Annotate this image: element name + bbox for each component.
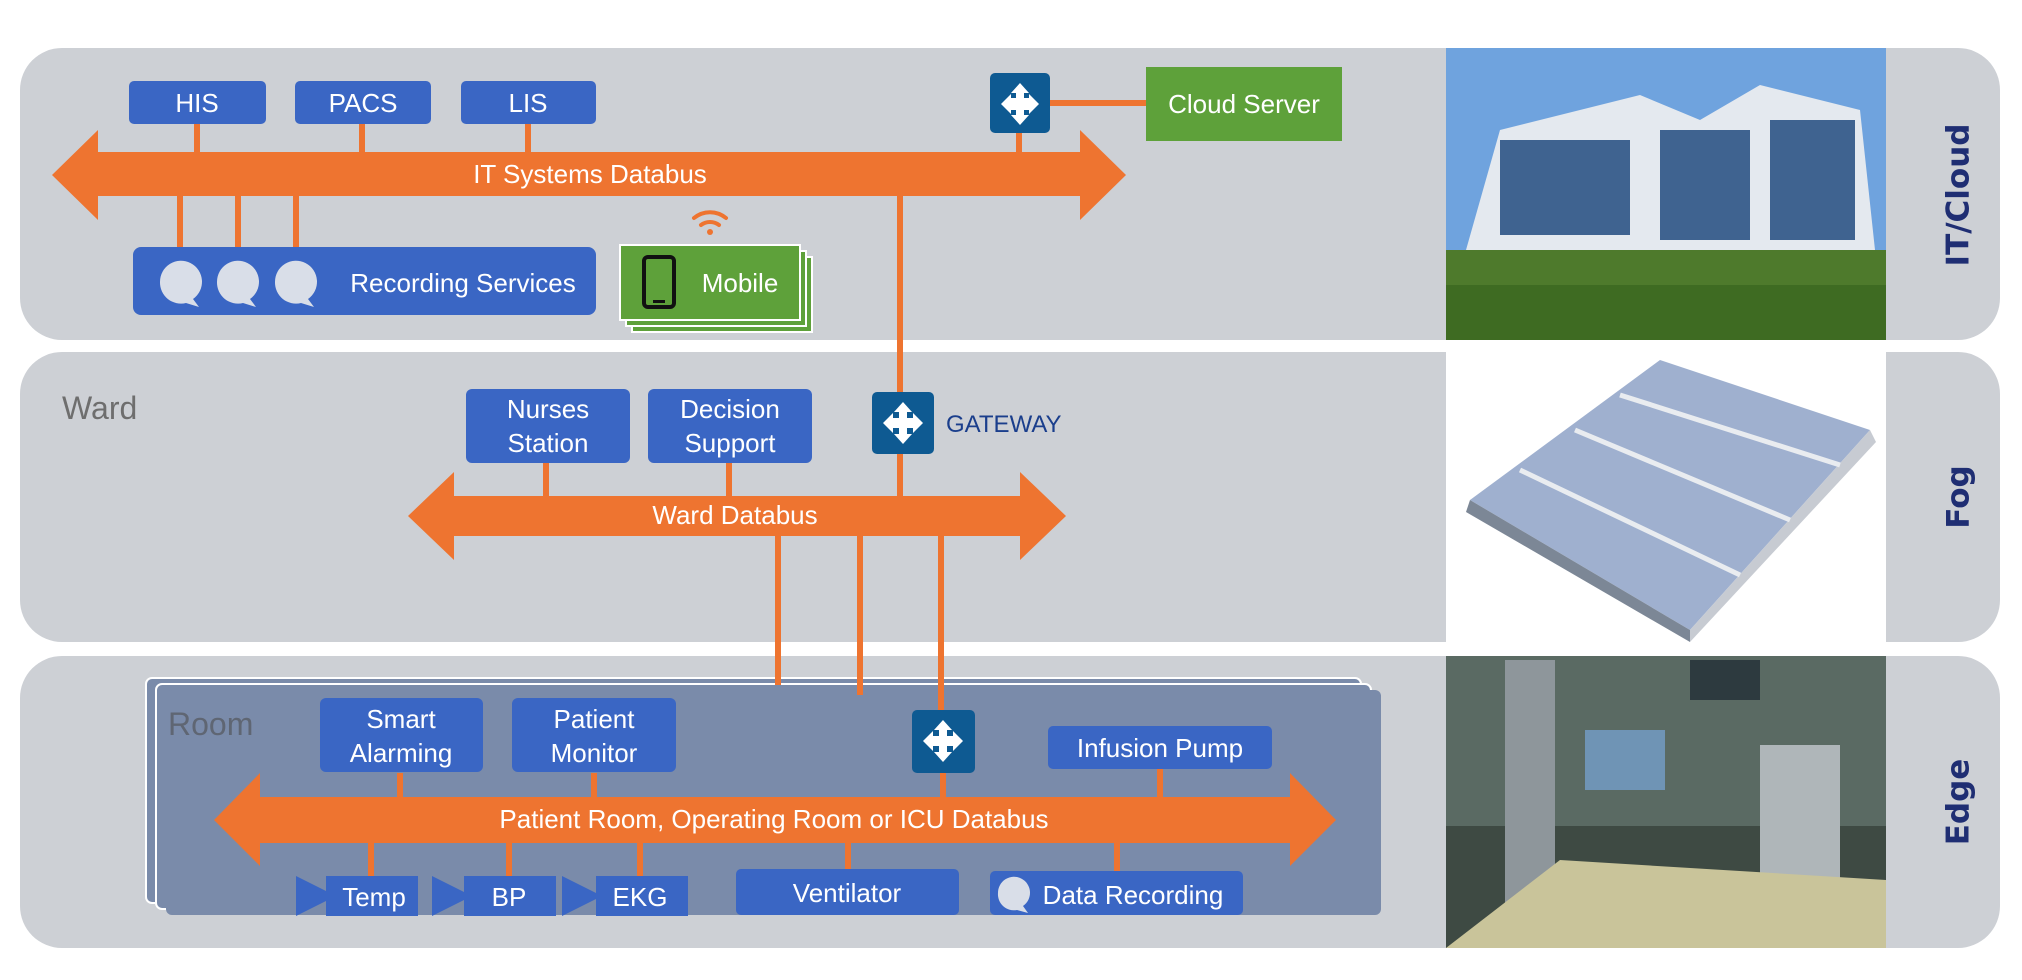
data-recording-bubble-icon xyxy=(997,876,1030,913)
mobile-label: Mobile xyxy=(702,268,779,298)
infusion-pump-label: Infusion Pump xyxy=(1077,733,1243,763)
cloud-server-label: Cloud Server xyxy=(1168,89,1320,119)
bp-sensor xyxy=(432,876,556,916)
his-box xyxy=(129,81,266,124)
patient-monitor-line-2: Monitor xyxy=(551,738,638,768)
temp-sensor xyxy=(296,876,418,916)
patient-monitor-box xyxy=(512,698,676,772)
patient-room-databus xyxy=(214,773,1336,866)
decision-support-box xyxy=(648,389,812,463)
bp-sensor-label: BP xyxy=(492,882,527,912)
tier-label-fog: Fog xyxy=(1941,465,1977,528)
lis-box xyxy=(461,81,596,124)
cloud-server-box xyxy=(1146,67,1342,141)
ward-area-label: Ward xyxy=(62,390,137,426)
infusion-pump-box xyxy=(1048,726,1272,769)
wifi-icon xyxy=(692,210,728,235)
it-systems-databus xyxy=(52,130,1126,220)
decision-support-line-2: Support xyxy=(684,428,776,458)
lis-label: LIS xyxy=(508,88,547,118)
icu-room-image xyxy=(1446,656,1886,948)
hospital-building-image xyxy=(1446,48,1886,340)
ventilator-box xyxy=(736,869,959,915)
smart-alarming-line-2: Alarming xyxy=(350,738,453,768)
ekg-sensor xyxy=(562,876,688,916)
recording-services-label: Recording Services xyxy=(350,268,575,298)
his-label: HIS xyxy=(175,88,218,118)
ward-gateway-router-icon xyxy=(872,392,934,454)
room-gateway-router-icon xyxy=(912,710,975,773)
ward-floorplan-image xyxy=(1446,352,1886,642)
pacs-label: PACS xyxy=(329,88,398,118)
decision-support-line-1: Decision xyxy=(680,394,780,424)
ward-databus-label: Ward Databus xyxy=(652,500,817,530)
tier-label-it-cloud: IT/Cloud xyxy=(1941,124,1977,267)
smart-alarming-line-1: Smart xyxy=(366,704,436,734)
tablet-icon xyxy=(642,255,676,309)
pacs-box xyxy=(295,81,431,124)
ekg-sensor-label: EKG xyxy=(613,882,668,912)
ward-databus xyxy=(408,472,1066,560)
patient-room-databus-label: Patient Room, Operating Room or ICU Data… xyxy=(499,804,1048,834)
cloud-gateway-router-icon xyxy=(990,73,1050,133)
room-area-label: Room xyxy=(168,706,253,742)
temp-sensor-label: Temp xyxy=(342,882,406,912)
nurses-station-line-2: Station xyxy=(508,428,589,458)
ventilator-label: Ventilator xyxy=(793,878,902,908)
smart-alarming-box xyxy=(320,698,483,772)
nurses-station-box xyxy=(466,389,630,463)
tier-label-edge: Edge xyxy=(1941,759,1977,846)
recording-bubble-icons xyxy=(159,260,317,307)
data-recording-label: Data Recording xyxy=(1043,880,1224,910)
it-systems-databus-label: IT Systems Databus xyxy=(473,159,707,189)
gateway-label: GATEWAY xyxy=(946,411,1062,438)
patient-monitor-line-1: Patient xyxy=(554,704,636,734)
nurses-station-line-1: Nurses xyxy=(507,394,589,424)
data-recording-box xyxy=(990,871,1243,915)
